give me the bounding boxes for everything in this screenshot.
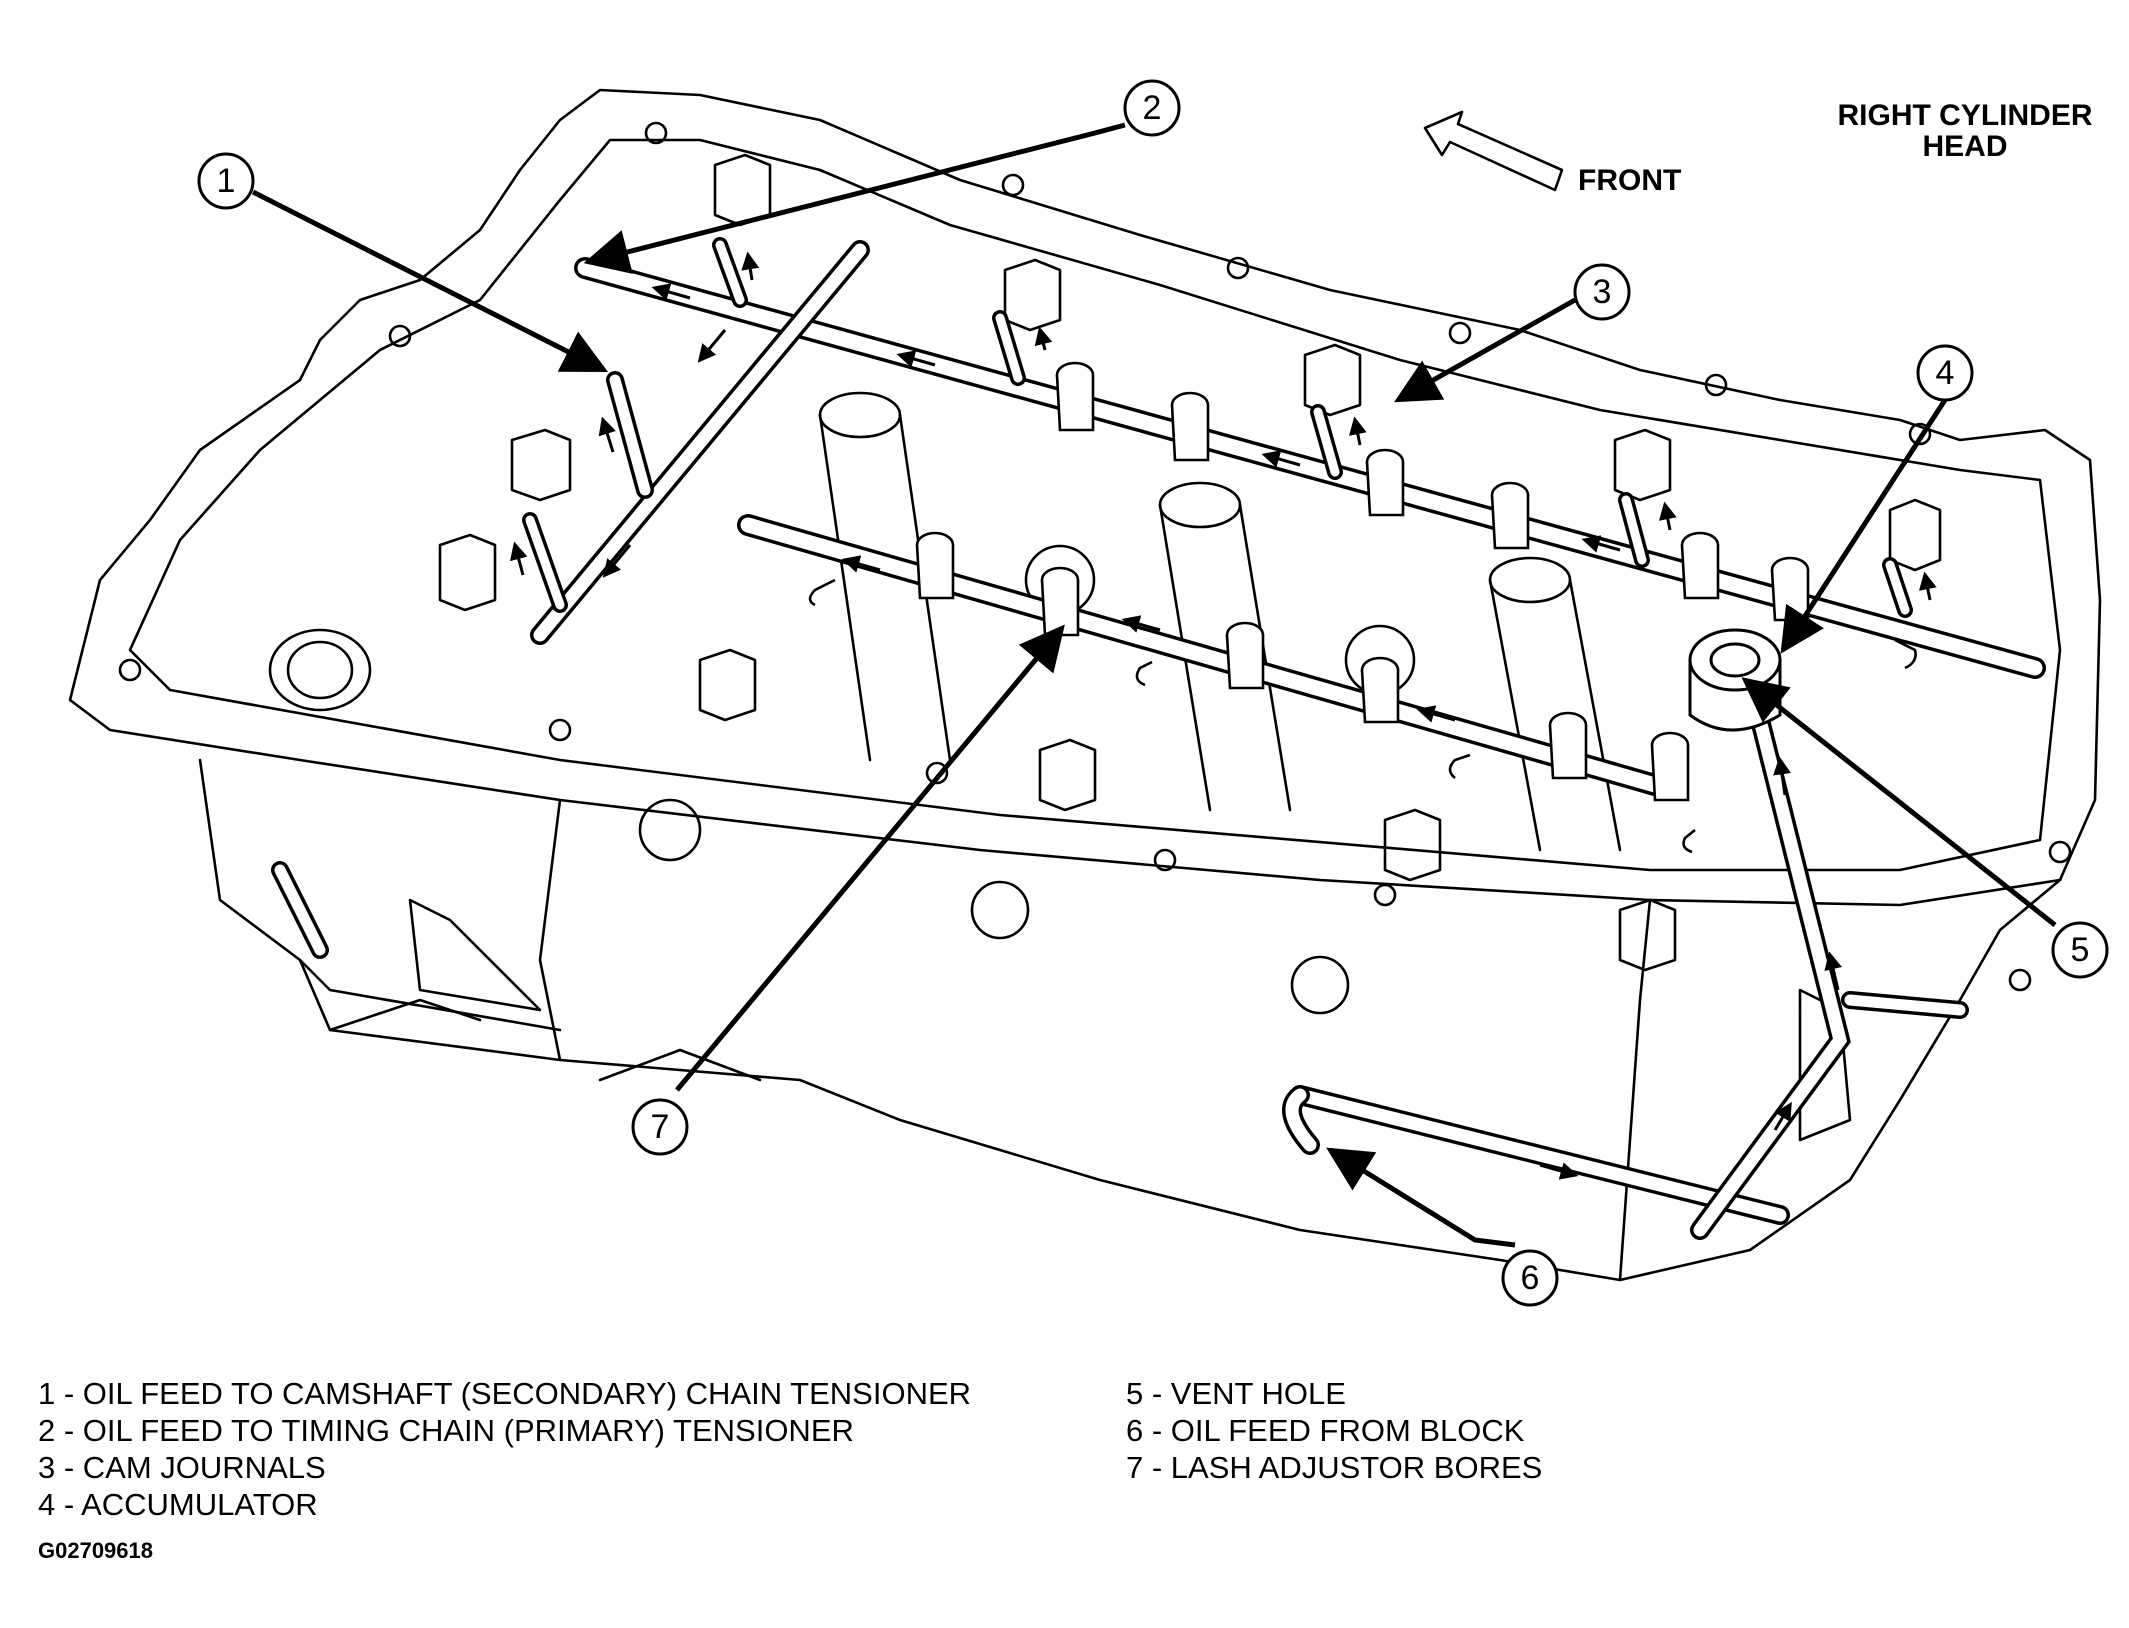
callout-number-2: 2 [1142, 89, 1162, 127]
callout-circle-7 [631, 1098, 689, 1156]
figure-id: G02709618 [38, 1538, 153, 1563]
callout-circles [197, 79, 2109, 1307]
inner-outline [128, 138, 2062, 872]
legend-item-3: 3 - CAM JOURNALS [38, 1450, 326, 1485]
callout-circle-2 [1123, 79, 1181, 137]
title-line-1: RIGHT CYLINDER [1837, 99, 2093, 132]
accumulator [1688, 628, 1782, 732]
callout-number-3: 3 [1592, 273, 1612, 311]
callout-circle-1 [197, 152, 255, 210]
callout-circle-4 [1916, 344, 1974, 402]
leader-7 [675, 624, 1065, 1092]
flow-arrows [510, 251, 1937, 1180]
callout-number-1: 1 [216, 162, 236, 200]
leader-lines [251, 122, 2057, 1248]
leader-4 [1780, 398, 1948, 654]
bend-stubs [808, 578, 1917, 854]
legend-right: 5 - VENT HOLE 6 - OIL FEED FROM BLOCK 7 … [1126, 1375, 1542, 1486]
leader-6 [1326, 1147, 1516, 1248]
callout-number-5: 5 [2070, 931, 2090, 969]
callout-circle-3 [1573, 263, 1631, 321]
callout-number-7: 7 [650, 1108, 670, 1146]
leader-2 [583, 122, 1126, 274]
journal-stubs [915, 361, 1810, 802]
legend-item-6: 6 - OIL FEED FROM BLOCK [1126, 1413, 1525, 1448]
leader-1 [251, 189, 609, 373]
legend-left: 1 - OIL FEED TO CAMSHAFT (SECONDARY) CHA… [38, 1375, 971, 1523]
legend-item-1: 1 - OIL FEED TO CAMSHAFT (SECONDARY) CHA… [38, 1376, 972, 1411]
legend-item-7: 7 - LASH ADJUSTOR BORES [1126, 1450, 1543, 1485]
callout-number-6: 6 [1520, 1259, 1540, 1297]
callout-number-4: 4 [1935, 354, 1955, 392]
title-line-2: HEAD [1922, 130, 2008, 163]
leader-3 [1394, 297, 1577, 403]
callout-circle-5 [2051, 921, 2109, 979]
legend-item-4: 4 - ACCUMULATOR [38, 1487, 318, 1522]
legend-item-5: 5 - VENT HOLE [1126, 1376, 1346, 1411]
head-outline [68, 88, 2102, 907]
lower-body-outline [198, 758, 2062, 1282]
front-label: FRONT [1578, 164, 1682, 197]
front-arrow-icon [1423, 110, 1564, 192]
diagram-title: RIGHT CYLINDER HEAD [1800, 100, 2129, 162]
callout-circle-6 [1501, 1249, 1559, 1307]
leader-5 [1741, 677, 2057, 927]
oil-galleries [271, 237, 2046, 1240]
legend-item-2: 2 - OIL FEED TO TIMING CHAIN (PRIMARY) T… [38, 1413, 854, 1448]
